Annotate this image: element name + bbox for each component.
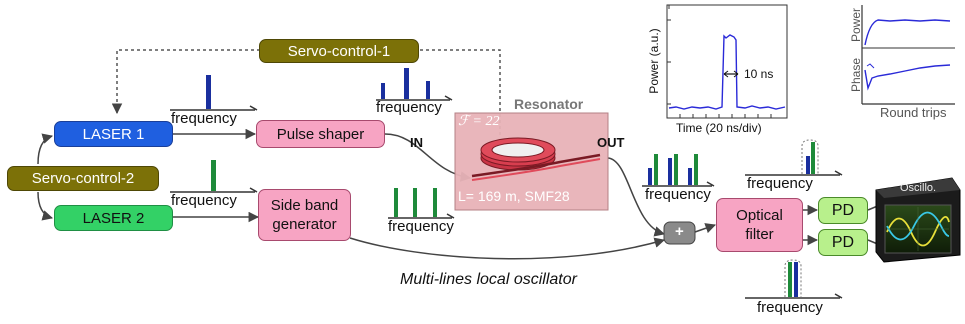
out-label: OUT bbox=[597, 135, 625, 150]
sideband-line1: Side band bbox=[270, 197, 339, 214]
spectrum-filtered-bottom bbox=[745, 259, 843, 299]
servo1-feedback-line bbox=[111, 49, 260, 115]
fiber-ring-coil bbox=[471, 137, 601, 181]
resonator-to-combiner-line bbox=[607, 157, 666, 237]
freq-label-filtered-bottom: frequency bbox=[757, 299, 823, 316]
resonator-title: Resonator bbox=[514, 96, 584, 112]
pulse-plot-xlabel: Time (20 ns/div) bbox=[676, 121, 762, 135]
servo-control-1-label: Servo-control-1 bbox=[287, 42, 391, 60]
photodiode-1-box: PD bbox=[818, 197, 868, 224]
laser-1-label: LASER 1 bbox=[82, 125, 145, 143]
servo-control-2-label: Servo-control-2 bbox=[31, 170, 135, 187]
trace-plot-xlabel: Round trips bbox=[880, 105, 947, 120]
spectrum-shaper bbox=[376, 68, 453, 101]
sideband-line2: generator bbox=[272, 216, 337, 233]
laser-2-label: LASER 2 bbox=[82, 209, 145, 227]
servo2-to-laser1-line bbox=[37, 133, 54, 165]
laser-2-box: LASER 2 bbox=[54, 205, 173, 231]
spectrum-laser2 bbox=[170, 160, 258, 193]
pulse-width-annotation: 10 ns bbox=[744, 67, 774, 81]
oscillo-label: Oscillo. bbox=[900, 182, 937, 194]
freq-label-laser2: frequency bbox=[171, 192, 237, 209]
optical-filter-line2: filter bbox=[745, 226, 774, 243]
servo1-sense-line bbox=[420, 49, 501, 138]
pulse-plot-ylabel: Power (a.u.) bbox=[647, 28, 661, 94]
trace-plot-ylabel-top: Power bbox=[849, 8, 863, 43]
finesse-label: ℱ = 22 bbox=[458, 114, 500, 129]
freq-label-laser1: frequency bbox=[171, 110, 237, 127]
freq-label-combined: frequency bbox=[645, 186, 711, 203]
servo-control-2-box: Servo-control-2 bbox=[7, 166, 159, 191]
freq-label-shaper: frequency bbox=[376, 99, 442, 116]
freq-label-filtered-top: frequency bbox=[747, 175, 813, 192]
pd-2-label: PD bbox=[831, 233, 855, 251]
combiner-label: + bbox=[675, 223, 684, 240]
combiner-to-filter-line bbox=[694, 223, 716, 234]
servo2-to-laser2-line bbox=[37, 191, 54, 221]
pulse-plot bbox=[666, 4, 788, 119]
sideband-generator-box: Side band generator bbox=[258, 189, 351, 241]
pd-1-label: PD bbox=[831, 201, 855, 219]
spectrum-combined bbox=[642, 154, 715, 187]
spectrum-sideband bbox=[388, 188, 455, 219]
roundtrip-plot bbox=[861, 5, 955, 105]
combiner-box bbox=[663, 221, 696, 245]
lo-caption: Multi-lines local oscillator bbox=[400, 271, 577, 288]
spectrum-laser1 bbox=[170, 75, 258, 111]
trace-plot-ylabel-bottom: Phase bbox=[849, 57, 863, 93]
freq-label-sideband: frequency bbox=[388, 218, 454, 235]
pulse-shaper-box: Pulse shaper bbox=[256, 120, 385, 148]
photodiode-2-box: PD bbox=[818, 229, 868, 256]
optical-filter-box: Optical filter bbox=[716, 198, 803, 252]
spectrum-filtered-top bbox=[745, 139, 843, 176]
lo-path-line bbox=[349, 237, 666, 260]
optical-filter-line1: Optical bbox=[736, 207, 783, 224]
servo-control-1-box: Servo-control-1 bbox=[259, 39, 419, 63]
fiber-spec-label: L= 169 m, SMF28 bbox=[458, 188, 570, 204]
pulse-shaper-label: Pulse shaper bbox=[276, 125, 365, 143]
laser-1-box: LASER 1 bbox=[54, 121, 173, 147]
oscilloscope-icon bbox=[875, 177, 961, 263]
in-label: IN bbox=[410, 135, 423, 150]
